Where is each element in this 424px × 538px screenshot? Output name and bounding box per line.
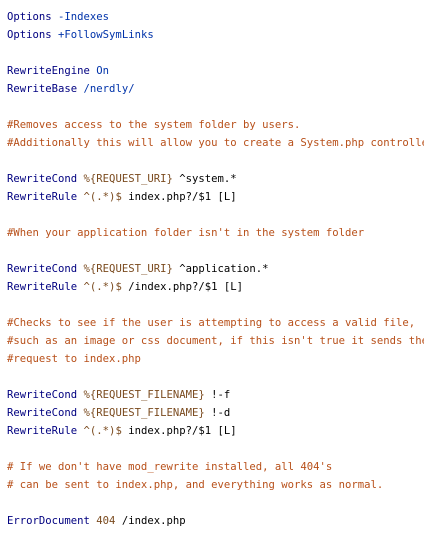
error-target: /index.php — [115, 515, 186, 527]
directive-line: RewriteEngine On — [7, 62, 424, 80]
comment-line: #such as an image or css document, if th… — [7, 332, 424, 350]
rewrite-rule-line: RewriteRule ^(.*)$ index.php?/$1 [L] — [7, 422, 424, 440]
directive-args: On — [89, 65, 110, 77]
directive-line: RewriteBase /nerdly/ — [7, 80, 424, 98]
directive-keyword: Options — [7, 29, 52, 41]
blank-line — [7, 206, 424, 224]
server-variable: %{REQUEST_URI} — [77, 173, 173, 185]
comment-text: # If we don't have mod_rewrite installed… — [7, 461, 333, 473]
condition-pattern: !-d — [204, 407, 231, 419]
directive-keyword: RewriteCond — [7, 173, 78, 185]
directive-keyword: RewriteRule — [7, 281, 78, 293]
directive-keyword: ErrorDocument — [7, 515, 90, 527]
blank-line — [7, 368, 424, 386]
comment-line: # If we don't have mod_rewrite installed… — [7, 458, 424, 476]
directive-keyword: Options — [7, 11, 52, 23]
condition-pattern: ^application.* — [172, 263, 269, 275]
directive-keyword: RewriteBase — [7, 83, 78, 95]
rule-substitution: index.php?/$1 [L] — [121, 191, 237, 203]
directive-args: +FollowSymLinks — [51, 29, 154, 41]
rewrite-cond-line: RewriteCond %{REQUEST_FILENAME} !-f — [7, 386, 424, 404]
rule-pattern: ^(.*)$ — [77, 425, 122, 437]
comment-text: #such as an image or css document, if th… — [7, 335, 424, 347]
condition-pattern: !-f — [204, 389, 231, 401]
directive-line: Options +FollowSymLinks — [7, 26, 424, 44]
comment-line: #Removes access to the system folder by … — [7, 116, 424, 134]
directive-keyword: RewriteCond — [7, 389, 78, 401]
directive-keyword: RewriteRule — [7, 425, 78, 437]
status-code: 404 — [89, 515, 116, 527]
rewrite-cond-line: RewriteCond %{REQUEST_FILENAME} !-d — [7, 404, 424, 422]
rule-pattern: ^(.*)$ — [77, 281, 122, 293]
comment-line: #When your application folder isn't in t… — [7, 224, 424, 242]
blank-line — [7, 152, 424, 170]
directive-args: /nerdly/ — [77, 83, 135, 95]
rewrite-cond-line: RewriteCond %{REQUEST_URI} ^system.* — [7, 170, 424, 188]
directive-keyword: RewriteCond — [7, 407, 78, 419]
blank-line — [7, 98, 424, 116]
rewrite-rule-line: RewriteRule ^(.*)$ /index.php?/$1 [L] — [7, 278, 424, 296]
blank-line — [7, 296, 424, 314]
server-variable: %{REQUEST_FILENAME} — [77, 389, 205, 401]
blank-line — [7, 440, 424, 458]
rewrite-rule-line: RewriteRule ^(.*)$ index.php?/$1 [L] — [7, 188, 424, 206]
server-variable: %{REQUEST_URI} — [77, 263, 173, 275]
rule-substitution: index.php?/$1 [L] — [121, 425, 237, 437]
comment-text: #Additionally this will allow you to cre… — [7, 137, 424, 149]
directive-keyword: RewriteEngine — [7, 65, 90, 77]
comment-text: # can be sent to index.php, and everythi… — [7, 479, 384, 491]
directive-keyword: RewriteRule — [7, 191, 78, 203]
comment-text: #Checks to see if the user is attempting… — [7, 317, 416, 329]
comment-text: #When your application folder isn't in t… — [7, 227, 365, 239]
directive-keyword: RewriteCond — [7, 263, 78, 275]
comment-text: #Removes access to the system folder by … — [7, 119, 301, 131]
error-document-line: ErrorDocument 404 /index.php — [7, 512, 424, 530]
rewrite-cond-line: RewriteCond %{REQUEST_URI} ^application.… — [7, 260, 424, 278]
blank-line — [7, 494, 424, 512]
directive-args: -Indexes — [51, 11, 110, 23]
blank-line — [7, 44, 424, 62]
comment-line: # can be sent to index.php, and everythi… — [7, 476, 424, 494]
blank-line — [7, 242, 424, 260]
rule-pattern: ^(.*)$ — [77, 191, 122, 203]
directive-line: Options -Indexes — [7, 8, 424, 26]
comment-line: #Checks to see if the user is attempting… — [7, 314, 424, 332]
comment-text: #request to index.php — [7, 353, 141, 365]
comment-line: #Additionally this will allow you to cre… — [7, 134, 424, 152]
comment-line: #request to index.php — [7, 350, 424, 368]
rule-substitution: /index.php?/$1 [L] — [121, 281, 244, 293]
condition-pattern: ^system.* — [172, 173, 237, 185]
server-variable: %{REQUEST_FILENAME} — [77, 407, 205, 419]
